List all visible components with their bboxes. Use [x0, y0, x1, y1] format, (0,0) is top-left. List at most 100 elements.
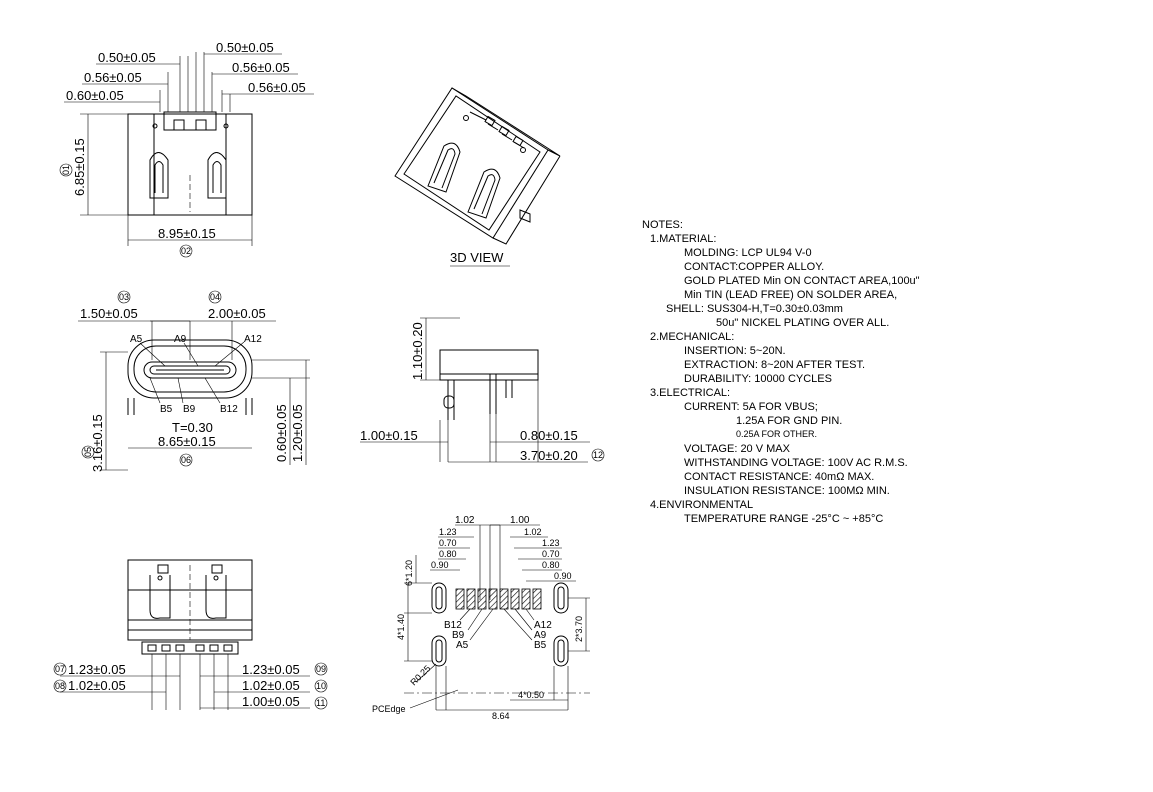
- top-height-marker: 05: [83, 447, 93, 457]
- top-width-marker: 06: [181, 455, 191, 465]
- bottom-marker-09: 09: [316, 664, 326, 674]
- bottom-dim-right-3: 1.00±0.05: [242, 694, 300, 709]
- notes-line-7: 50u" NICKEL PLATING OVER ALL.: [716, 317, 889, 329]
- notes-line-19: INSULATION RESISTANCE: 100MΩ MIN.: [684, 485, 890, 497]
- notes-title: NOTES:: [642, 219, 683, 231]
- fp-dim-0-90-left: 0.90: [431, 560, 449, 570]
- side-body-outline: [439, 349, 539, 375]
- notes-line-14: 1.25A FOR GND PIN.: [736, 415, 842, 427]
- front-height-dim: 6.85±0.15: [72, 138, 87, 196]
- fp-bottom-small: 4*0.50: [518, 690, 544, 700]
- side-height-dim: 1.10±0.20: [410, 322, 425, 380]
- fp-pin-b12: B12: [444, 620, 462, 631]
- bottom-marker-07: 07: [55, 664, 65, 674]
- notes-line-10: EXTRACTION: 8~20N AFTER TEST.: [684, 359, 865, 371]
- bottom-marker-08: 08: [55, 681, 65, 691]
- fp-right-vdim: 2*3.70: [574, 616, 584, 642]
- front-body-outline: [127, 113, 253, 216]
- fp-dim-0-70-left: 0.70: [439, 538, 457, 548]
- front-height-marker: 01: [61, 165, 71, 175]
- front-dim-top-4: 0.50±0.05: [216, 40, 274, 55]
- pin-label-a12: A12: [244, 334, 262, 345]
- front-dim-top-3: 0.60±0.05: [66, 88, 124, 103]
- top-height-dim: 3.16±0.15: [90, 414, 105, 472]
- top-shell-outline: [127, 339, 253, 399]
- top-dim-left: 1.50±0.05: [80, 306, 138, 321]
- front-view: 0.50±0.05 0.56±0.05 0.60±0.05 0.50±0.05 …: [59, 40, 314, 258]
- notes-block: NOTES: 1.MATERIAL: MOLDING: LCP UL94 V-0…: [642, 219, 920, 525]
- bottom-dim-right-2: 1.02±0.05: [242, 678, 300, 693]
- notes-line-8: 2.MECHANICAL:: [650, 331, 734, 343]
- fp-dim-0-90-right: 0.90: [554, 571, 572, 581]
- side-depth-marker: 12: [593, 450, 603, 460]
- notes-line-18: CONTACT RESISTANCE: 40mΩ MAX.: [684, 471, 874, 483]
- fp-left-vdim-2: 4*1.40: [396, 614, 406, 640]
- bottom-marker-11: 11: [316, 698, 325, 708]
- bottom-dim-left-2: 1.02±0.05: [68, 678, 126, 693]
- fp-pin-a5: A5: [456, 640, 469, 651]
- 3d-view-label: 3D VIEW: [450, 250, 504, 265]
- fp-dim-1-23-left: 1.23: [439, 527, 457, 537]
- bottom-dim-left-1: 1.23±0.05: [68, 662, 126, 677]
- front-dim-top-2: 0.56±0.05: [84, 70, 142, 85]
- top-width-dim: 8.65±0.15: [158, 434, 216, 449]
- notes-line-11: DURABILITY: 10000 CYCLES: [684, 373, 832, 385]
- fp-pin-b9: B9: [452, 630, 465, 641]
- fp-pin-b5: B5: [534, 640, 547, 651]
- bottom-marker-10: 10: [316, 681, 326, 691]
- front-dim-top-1: 0.50±0.05: [98, 50, 156, 65]
- bottom-view: 07 1.23±0.05 08 1.02±0.05 1.23±0.05 09 1…: [53, 559, 328, 710]
- fp-dim-0-70-right: 0.70: [542, 549, 560, 559]
- pin-label-b12: B12: [220, 404, 238, 415]
- fp-dim-1-02-right: 1.02: [524, 527, 542, 537]
- top-marker-left: 03: [119, 292, 129, 302]
- front-dim-top-5: 0.56±0.05: [232, 60, 290, 75]
- notes-line-12: 3.ELECTRICAL:: [650, 387, 730, 399]
- pin-label-b9: B9: [183, 404, 196, 415]
- notes-line-1: 1.MATERIAL:: [650, 233, 716, 245]
- pin-label-b5: B5: [160, 404, 173, 415]
- notes-line-5: Min TIN (LEAD FREE) ON SOLDER AREA,: [684, 289, 897, 301]
- notes-line-3: CONTACT:COPPER ALLOY.: [684, 261, 824, 273]
- fp-dim-0-80-right: 0.80: [542, 560, 560, 570]
- notes-line-20: 4.ENVIRONMENTAL: [650, 499, 753, 511]
- 3d-body-outline: [394, 87, 549, 239]
- top-view: 03 04 1.50±0.05 2.00±0.05 A5 A9 A12 B5 B…: [78, 290, 310, 472]
- fp-bottom-total: 8.64: [492, 711, 510, 721]
- side-depth-dim: 3.70±0.20: [520, 448, 578, 463]
- top-right-dim-2: 1.20±0.05: [290, 404, 305, 462]
- notes-line-9: INSERTION: 5~20N.: [684, 345, 786, 357]
- fp-dim-1-02-left: 1.02: [455, 515, 475, 526]
- notes-line-16: VOLTAGE: 20 V MAX: [684, 443, 791, 455]
- notes-line-17: WITHSTANDING VOLTAGE: 100V AC R.M.S.: [684, 457, 908, 469]
- fp-dim-1-23-right: 1.23: [542, 538, 560, 548]
- fp-pc-edge: PCEdge: [372, 704, 406, 714]
- front-width-dim: 8.95±0.15: [158, 226, 216, 241]
- marker-01-circle: [59, 163, 73, 177]
- top-thickness: T=0.30: [172, 420, 213, 435]
- notes-line-15: 0.25A FOR OTHER.: [736, 429, 817, 439]
- bottom-dim-right-1: 1.23±0.05: [242, 662, 300, 677]
- top-dim-right: 2.00±0.05: [208, 306, 266, 321]
- top-right-dim-1: 0.60±0.05: [274, 404, 289, 462]
- notes-line-6: SHELL: SUS304-H,T=0.30±0.03mm: [666, 303, 843, 315]
- pin-label-a9: A9: [174, 334, 187, 345]
- marker-02-circle: [179, 244, 193, 258]
- fp-dim-0-80-left: 0.80: [439, 549, 457, 559]
- fp-dim-1-00: 1.00: [510, 515, 530, 526]
- side-right-dim: 0.80±0.15: [520, 428, 578, 443]
- notes-line-4: GOLD PLATED Min ON CONTACT AREA,100u": [684, 275, 920, 287]
- view-3d: 3D VIEW: [394, 87, 561, 267]
- pcb-footprint: 1.02 1.00 1.23 0.70 0.80 0.90 1.02 1.23 …: [372, 515, 590, 721]
- pin-label-a5: A5: [130, 334, 143, 345]
- fp-radius: R0.25: [408, 663, 432, 687]
- notes-line-13: CURRENT: 5A FOR VBUS;: [684, 401, 818, 413]
- fp-left-vdim-1: 6*1.20: [404, 560, 414, 586]
- side-left-dim: 1.00±0.15: [360, 428, 418, 443]
- front-dim-top-6: 0.56±0.05: [248, 80, 306, 95]
- notes-line-2: MOLDING: LCP UL94 V-0: [684, 247, 812, 259]
- top-marker-right: 04: [210, 292, 220, 302]
- notes-line-21: TEMPERATURE RANGE -25°C ~ +85°C: [684, 513, 883, 525]
- side-view: 1.10±0.20 1.00±0.15 0.80±0.15 3.70±0.20 …: [360, 317, 605, 463]
